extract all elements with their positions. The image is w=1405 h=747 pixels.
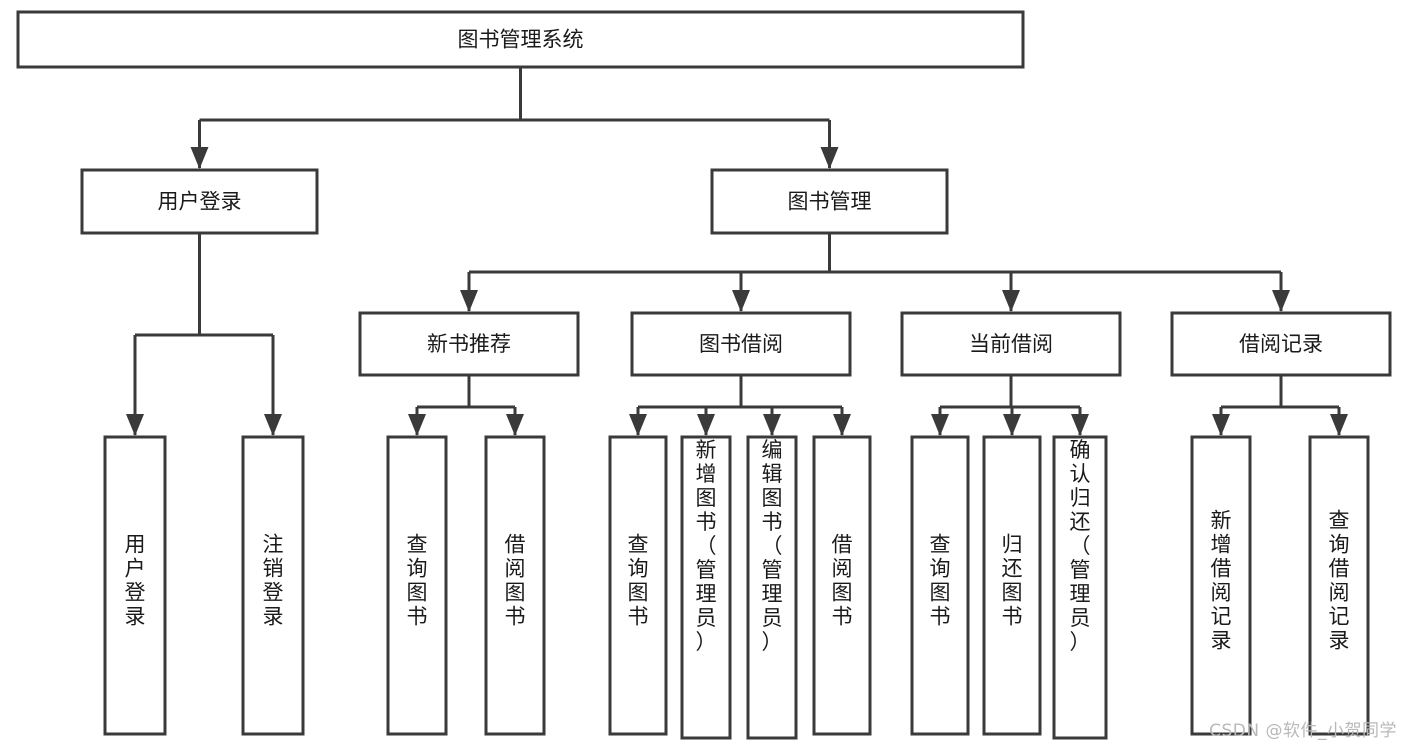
edge-图书借阅-arrow-1: [697, 414, 715, 436]
node-leaf-新书推荐-查询图书[interactable]: 查询图书: [386, 435, 448, 736]
node-l3-当前借阅-label: 当前借阅: [969, 332, 1053, 356]
node-leaf-用户登录-注销登录-box[interactable]: [241, 435, 305, 736]
node-l3-图书借阅[interactable]: 图书借阅: [630, 311, 852, 377]
node-leaf-借阅记录-新增借阅记录[interactable]: 新增借阅记录: [1190, 435, 1252, 736]
node-leaf-图书借阅-借阅图书[interactable]: 借阅图书: [812, 435, 872, 736]
node-leaf-图书借阅-编辑图书管理员-label: 编辑图书（管理员）: [762, 438, 783, 654]
node-leaf-新书推荐-查询图书-box[interactable]: [386, 435, 448, 736]
node-leaf-新书推荐-借阅图书-box[interactable]: [484, 435, 546, 736]
node-leaf-当前借阅-确认归还管理员[interactable]: 确认归还（管理员）: [1052, 435, 1108, 740]
node-layer: 图书管理系统用户登录图书管理新书推荐图书借阅当前借阅借阅记录用户登录注销登录查询…: [16, 10, 1392, 740]
edge-当前借阅-arrow-2: [1071, 414, 1089, 436]
node-leaf-当前借阅-确认归还管理员-label: 确认归还（管理员）: [1070, 438, 1091, 654]
node-leaf-用户登录-注销登录-label: 注销登录: [263, 533, 284, 629]
node-l3-图书借阅-label: 图书借阅: [699, 332, 783, 356]
node-leaf-图书借阅-查询图书-box[interactable]: [608, 435, 668, 736]
edge-图书借阅-arrow-3: [833, 414, 851, 436]
node-l3-当前借阅[interactable]: 当前借阅: [900, 311, 1122, 377]
watermark-text: CSDN @软件_小贺同学: [1209, 721, 1397, 741]
node-leaf-图书借阅-新增图书管理员[interactable]: 新增图书（管理员）: [680, 435, 732, 740]
node-leaf-用户登录-用户登录[interactable]: 用户登录: [103, 435, 167, 736]
node-leaf-借阅记录-新增借阅记录-box[interactable]: [1190, 435, 1252, 736]
node-leaf-新书推荐-借阅图书[interactable]: 借阅图书: [484, 435, 546, 736]
node-l2-用户登录-label: 用户登录: [158, 190, 242, 214]
node-leaf-用户登录-注销登录[interactable]: 注销登录: [241, 435, 305, 736]
node-leaf-图书借阅-借阅图书-box[interactable]: [812, 435, 872, 736]
edge-yonghudenglu-arrow-0: [126, 414, 144, 436]
node-l3-当前借阅-box[interactable]: [900, 311, 1122, 377]
node-l2-用户登录[interactable]: 用户登录: [80, 168, 319, 235]
edge-借阅记录-arrow-1: [1330, 414, 1348, 436]
node-root-图书管理系统-box[interactable]: [16, 10, 1025, 69]
node-l2-用户登录-box[interactable]: [80, 168, 319, 235]
node-leaf-当前借阅-归还图书-label: 归还图书: [1002, 533, 1023, 629]
node-leaf-图书借阅-查询图书-label: 查询图书: [628, 533, 649, 629]
edge-当前借阅-arrow-0: [931, 414, 949, 436]
connector-layer: [126, 67, 1348, 436]
node-leaf-图书借阅-借阅图书-label: 借阅图书: [832, 533, 853, 629]
node-leaf-新书推荐-查询图书-label: 查询图书: [407, 533, 428, 629]
node-l3-借阅记录-label: 借阅记录: [1239, 332, 1323, 356]
node-leaf-当前借阅-查询图书[interactable]: 查询图书: [910, 435, 970, 736]
node-leaf-借阅记录-新增借阅记录-label: 新增借阅记录: [1211, 509, 1232, 653]
edge-tushuguanli-arrow-1: [732, 290, 750, 312]
node-leaf-图书借阅-查询图书[interactable]: 查询图书: [608, 435, 668, 736]
node-l3-新书推荐-label: 新书推荐: [427, 332, 511, 356]
node-root-图书管理系统-label: 图书管理系统: [458, 28, 584, 52]
node-leaf-借阅记录-查询借阅记录-box[interactable]: [1308, 435, 1370, 736]
edge-tushuguanli-arrow-3: [1272, 290, 1290, 312]
node-leaf-图书借阅-编辑图书管理员-box[interactable]: [746, 435, 798, 740]
node-l3-借阅记录-box[interactable]: [1170, 311, 1392, 377]
node-l2-图书管理-label: 图书管理: [788, 190, 872, 214]
node-l2-图书管理[interactable]: 图书管理: [710, 168, 949, 235]
node-leaf-图书借阅-编辑图书管理员[interactable]: 编辑图书（管理员）: [746, 435, 798, 740]
node-leaf-当前借阅-查询图书-box[interactable]: [910, 435, 970, 736]
node-leaf-图书借阅-新增图书管理员-box[interactable]: [680, 435, 732, 740]
edge-tushuguanli-arrow-0: [460, 290, 478, 312]
node-l3-借阅记录[interactable]: 借阅记录: [1170, 311, 1392, 377]
edge-新书推荐-arrow-1: [506, 414, 524, 436]
node-l3-新书推荐-box[interactable]: [358, 311, 580, 377]
node-l2-图书管理-box[interactable]: [710, 168, 949, 235]
node-leaf-用户登录-用户登录-label: 用户登录: [125, 533, 146, 629]
edge-tushuguanli-arrow-2: [1002, 290, 1020, 312]
edge-root-arrow-0: [190, 147, 209, 169]
node-l3-新书推荐[interactable]: 新书推荐: [358, 311, 580, 377]
edge-yonghudenglu-arrow-1: [264, 414, 282, 436]
node-leaf-当前借阅-确认归还管理员-box[interactable]: [1052, 435, 1108, 740]
node-leaf-用户登录-用户登录-box[interactable]: [103, 435, 167, 736]
edge-借阅记录-arrow-0: [1212, 414, 1230, 436]
edge-新书推荐-arrow-0: [408, 414, 426, 436]
node-root-图书管理系统[interactable]: 图书管理系统: [16, 10, 1025, 69]
node-leaf-借阅记录-查询借阅记录[interactable]: 查询借阅记录: [1308, 435, 1370, 736]
node-l3-图书借阅-box[interactable]: [630, 311, 852, 377]
edge-图书借阅-arrow-2: [763, 414, 781, 436]
node-leaf-当前借阅-归还图书[interactable]: 归还图书: [982, 435, 1042, 736]
node-leaf-新书推荐-借阅图书-label: 借阅图书: [505, 533, 526, 629]
edge-root-arrow-1: [820, 147, 839, 169]
node-leaf-借阅记录-查询借阅记录-label: 查询借阅记录: [1329, 509, 1350, 653]
node-leaf-图书借阅-新增图书管理员-label: 新增图书（管理员）: [696, 438, 717, 654]
node-leaf-当前借阅-归还图书-box[interactable]: [982, 435, 1042, 736]
edge-图书借阅-arrow-0: [629, 414, 647, 436]
edge-当前借阅-arrow-1: [1003, 414, 1021, 436]
node-leaf-当前借阅-查询图书-label: 查询图书: [930, 533, 951, 629]
